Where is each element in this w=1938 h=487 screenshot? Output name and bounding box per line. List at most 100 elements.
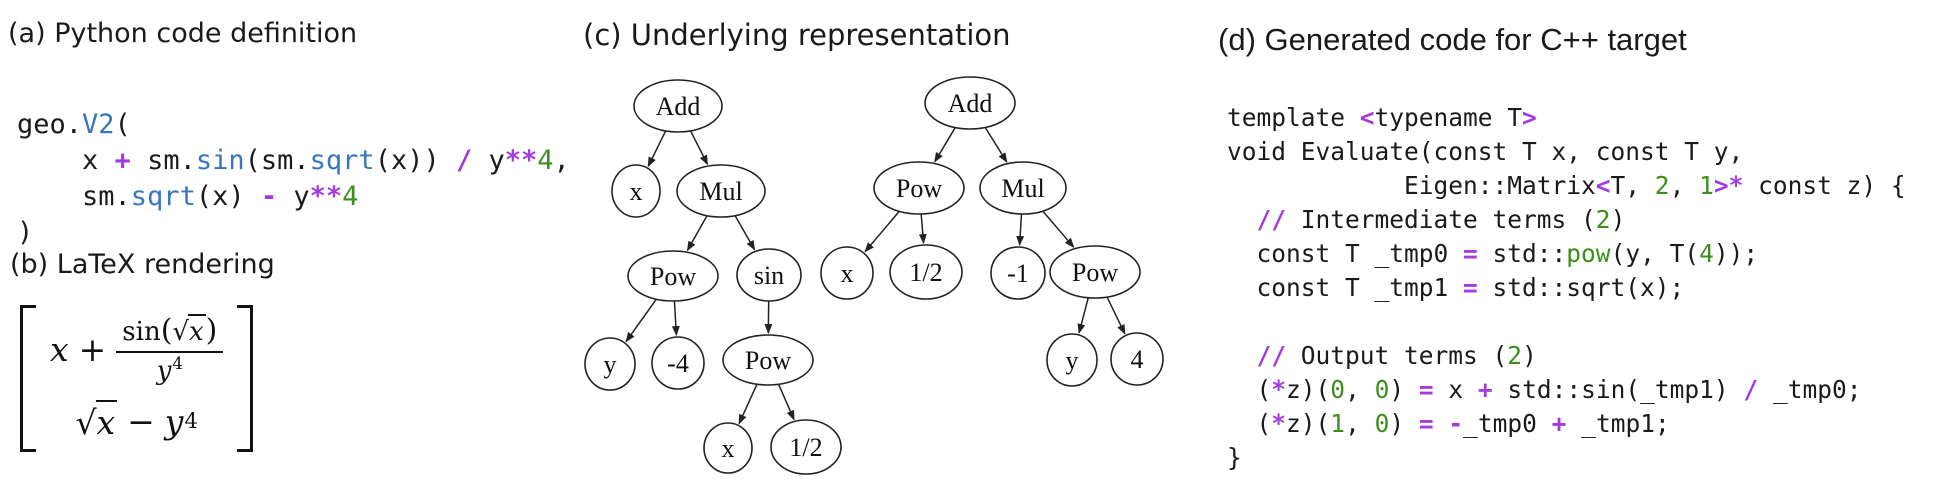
tree-edge	[1042, 210, 1075, 248]
minus-operator: −	[127, 401, 155, 441]
tree-edge	[984, 127, 1008, 163]
tree-edge	[1106, 296, 1126, 335]
tree-edge	[689, 130, 709, 166]
tree-node-y	[1046, 333, 1098, 387]
sqrt-expression: √x	[172, 314, 206, 347]
plus-operator: +	[78, 330, 107, 369]
code-line	[1227, 305, 1906, 339]
tree-node-pow	[1049, 245, 1141, 299]
tree-node-4	[1110, 332, 1164, 386]
tree-node-pow	[873, 161, 965, 215]
tree-node-label: x	[841, 259, 854, 288]
tree-edge	[647, 130, 667, 168]
tree-node-1	[990, 246, 1046, 300]
tree-node-label: 1/2	[789, 433, 822, 462]
tree-edge	[918, 213, 927, 245]
tree-edge	[734, 215, 756, 251]
fraction-denominator: y4	[157, 353, 183, 386]
sin-function: sin	[122, 317, 161, 347]
tree-node-pow	[627, 250, 719, 302]
radical-sign: √	[172, 317, 189, 347]
code-line: geo.V2(	[17, 109, 131, 140]
var-x: x	[50, 330, 69, 369]
tree-node-x	[703, 422, 753, 474]
code-line: const T _tmp1 = std::sqrt(x);	[1227, 272, 1685, 302]
tree-node-label: sin	[754, 261, 784, 290]
tree-edge	[738, 383, 758, 425]
tree-node-label: 1/2	[909, 258, 942, 287]
tree-node-label: x	[630, 177, 643, 206]
code-line: void Evaluate(const T x, const T y,	[1227, 136, 1744, 166]
tree-node-label: 4	[1131, 345, 1144, 374]
panel-b-title: (b) LaTeX rendering	[10, 249, 275, 280]
radical-sign: √	[75, 403, 97, 442]
code-line: (*z)(1, 0) = -_tmp0 + _tmp1;	[1227, 408, 1670, 438]
tree-node-label: Pow	[745, 346, 791, 375]
tree-node-x	[611, 164, 661, 218]
tree-edge	[864, 210, 900, 253]
code-line: Eigen::Matrix<T, 2, 1>* const z) {	[1227, 170, 1906, 200]
code-line: const T _tmp0 = std::pow(y, T(4));	[1227, 238, 1759, 268]
code-line: }	[1227, 442, 1242, 472]
tree-node-add	[924, 76, 1016, 130]
var-y: y	[164, 401, 184, 441]
open-paren: (	[160, 313, 173, 348]
matrix-row-1: x + sin ( √x ) y4	[50, 313, 224, 386]
code-line: x + sm.sin(sm.sqrt(x)) / y**4,	[17, 145, 570, 176]
tree-edge	[671, 300, 680, 337]
tree-node-12	[889, 244, 963, 300]
code-line: (*z)(0, 0) = x + std::sin(_tmp1) / _tmp0…	[1227, 374, 1862, 404]
tree-node-4	[651, 336, 705, 390]
tree-edge	[934, 127, 956, 163]
tree-edge	[1016, 213, 1025, 247]
close-paren: )	[205, 313, 218, 348]
tree-edge	[625, 298, 657, 343]
tree-node-label: Mul	[699, 177, 742, 206]
tree-node-label: y	[604, 350, 617, 379]
matrix-right-bracket	[237, 305, 254, 452]
tree-node-add	[633, 79, 723, 133]
exponent-4: 4	[172, 354, 183, 374]
code-line: )	[17, 217, 34, 248]
panel-d-title: (d) Generated code for C++ target	[1218, 22, 1687, 57]
tree-node-x	[820, 246, 874, 300]
panel-c-title: (c) Underlying representation	[583, 18, 1011, 52]
tree-node-label: -1	[1007, 259, 1029, 288]
matrix-left-bracket	[20, 305, 36, 452]
code-line: // Intermediate terms (2)	[1256, 204, 1626, 234]
tree-node-label: Pow	[896, 174, 942, 203]
tree-node-label: Pow	[1072, 258, 1118, 287]
sqrt-expression: √x	[75, 400, 118, 442]
radicand-x: x	[95, 400, 118, 442]
tree-node-y	[584, 337, 636, 391]
tree-node-label: -4	[667, 349, 689, 378]
tree-node-mul	[979, 161, 1067, 215]
tree-edge	[777, 383, 795, 421]
fraction-numerator: sin ( √x )	[116, 313, 224, 353]
tree-node-mul	[676, 164, 766, 218]
tree-node-pow	[722, 334, 814, 386]
code-line: sm.sqrt(x) - y**4	[17, 181, 359, 212]
tree-edge	[686, 215, 708, 252]
tree-node-label: Mul	[1001, 174, 1044, 203]
tree-node-label: x	[722, 434, 735, 463]
code-line: template <typename T>	[1227, 102, 1537, 132]
panel-a-title: (a) Python code definition	[8, 18, 358, 49]
tree-node-label: Pow	[650, 262, 696, 291]
tree-edge	[1077, 297, 1090, 334]
fraction: sin ( √x ) y4	[116, 313, 224, 386]
tree-node-label: Add	[948, 89, 993, 118]
radicand-x: x	[187, 314, 206, 347]
tree-node-label: Add	[656, 92, 701, 121]
tree-node-12	[770, 419, 842, 475]
tree-node-sin	[736, 248, 802, 302]
cpp-code-block: template <typename T> void Evaluate(const…	[1227, 101, 1906, 475]
python-code-block: geo.V2( x + sm.sin(sm.sqrt(x)) / y**4, s…	[17, 107, 570, 251]
tree-node-label: y	[1066, 346, 1079, 375]
var-y: y	[156, 356, 172, 386]
